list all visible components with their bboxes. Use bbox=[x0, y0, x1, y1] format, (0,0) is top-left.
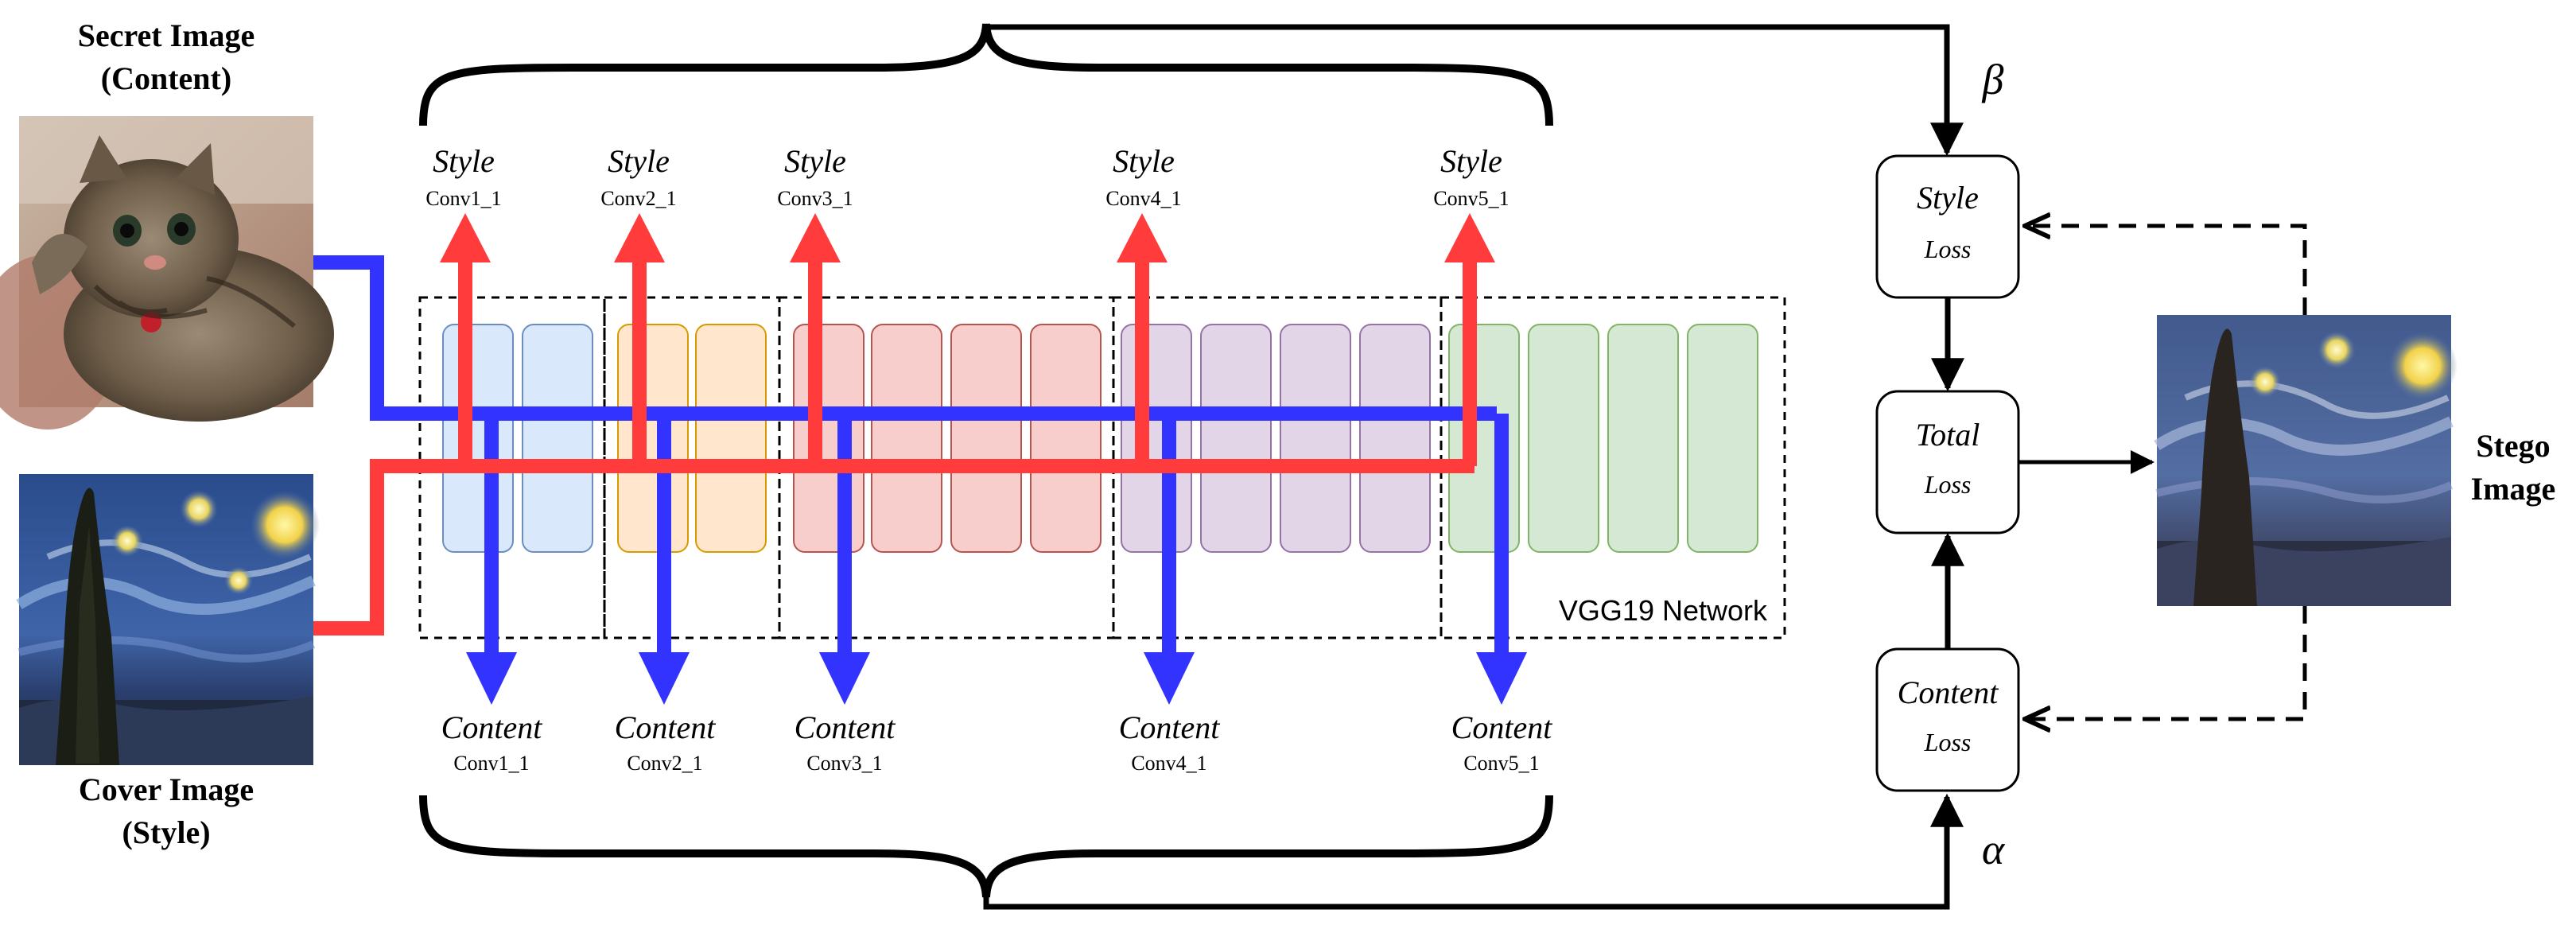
content-layer-title-4: Content bbox=[1119, 709, 1221, 745]
stego-image-label-line2: Image bbox=[2471, 471, 2556, 507]
content-layer-name-4: Conv4_1 bbox=[1131, 752, 1206, 775]
content-layer-name-1: Conv1_1 bbox=[453, 752, 529, 775]
cover-image bbox=[16, 474, 320, 765]
content-layer-title-2: Content bbox=[615, 709, 717, 745]
feature-extraction-arrows bbox=[313, 213, 1527, 705]
alpha-weight-label: α bbox=[1982, 826, 2006, 873]
style-layer-name-2: Conv2_1 bbox=[600, 187, 676, 210]
conv-layer-block-2-1 bbox=[617, 324, 689, 553]
style-brace bbox=[419, 23, 1553, 126]
alpha-path bbox=[983, 793, 1964, 910]
stego-to-content-loss-dashed bbox=[2025, 606, 2307, 719]
content-layer-title-3: Content bbox=[795, 709, 896, 745]
content-arrow-4 bbox=[1144, 414, 1195, 705]
content-arrow-2 bbox=[639, 414, 690, 705]
style-layer-title-5: Style bbox=[1440, 143, 1502, 179]
style-layer-name-4: Conv4_1 bbox=[1105, 187, 1181, 210]
style-arrow-3 bbox=[790, 213, 841, 466]
conv-layer-block-3-1 bbox=[793, 324, 864, 553]
style-layer-name-1: Conv1_1 bbox=[425, 187, 501, 210]
style-loss-title: Style bbox=[1917, 180, 1979, 216]
content-feature-trunk bbox=[313, 255, 1497, 421]
style-layer-title-1: Style bbox=[433, 143, 495, 179]
conv-layer-block-1-2 bbox=[522, 324, 593, 553]
style-loss-box: Style Loss bbox=[1875, 154, 2020, 299]
conv-layer-block-3-2 bbox=[871, 324, 942, 553]
cover-image-label-line2: (Style) bbox=[122, 814, 210, 850]
total-loss-title: Total bbox=[1916, 417, 1980, 453]
style-layer-title-4: Style bbox=[1113, 143, 1175, 179]
content-layer-name-5: Conv5_1 bbox=[1463, 752, 1539, 775]
conv-layer-block-4-1 bbox=[1121, 324, 1192, 553]
conv-layer-block-3-4 bbox=[1030, 324, 1102, 553]
conv-layer-block-1-1 bbox=[442, 324, 514, 553]
content-arrow-3 bbox=[819, 414, 870, 705]
conv-layer-block-5-4 bbox=[1687, 324, 1758, 553]
conv-layer-block-3-3 bbox=[950, 324, 1022, 553]
stego-image-label-line1: Stego bbox=[2476, 428, 2550, 464]
content-loss-subtitle: Loss bbox=[1924, 728, 1972, 756]
content-layer-title-1: Content bbox=[441, 709, 543, 745]
stego-to-style-loss-dashed bbox=[2025, 226, 2307, 315]
stego-image bbox=[2154, 315, 2457, 606]
content-arrow-5 bbox=[1476, 414, 1527, 705]
style-layer-name-3: Conv3_1 bbox=[777, 187, 853, 210]
style-layer-title-2: Style bbox=[608, 143, 670, 179]
style-layer-title-3: Style bbox=[784, 143, 846, 179]
conv-layer-block-5-2 bbox=[1528, 324, 1599, 553]
secret-image-label-line1: Secret Image bbox=[78, 17, 255, 53]
content-loss-title: Content bbox=[1898, 674, 1999, 710]
content-layer-title-5: Content bbox=[1451, 709, 1553, 745]
content-brace bbox=[419, 795, 1553, 898]
total-loss-box: Total Loss bbox=[1875, 390, 2020, 534]
style-loss-subtitle: Loss bbox=[1924, 235, 1972, 263]
secret-image bbox=[0, 116, 334, 430]
content-layer-name-3: Conv3_1 bbox=[806, 752, 882, 775]
content-loss-box: Content Loss bbox=[1875, 647, 2020, 792]
style-arrow-4 bbox=[1117, 213, 1168, 466]
style-arrow-2 bbox=[614, 213, 665, 466]
cover-image-label-line1: Cover Image bbox=[79, 772, 254, 807]
conv-layer-block-4-2 bbox=[1200, 324, 1272, 553]
secret-image-label-line2: (Content) bbox=[101, 60, 231, 96]
conv-layer-block-2-2 bbox=[695, 324, 767, 553]
style-arrow-1 bbox=[440, 213, 491, 466]
conv-layer-block-4-3 bbox=[1280, 324, 1351, 553]
content-arrow-1 bbox=[466, 414, 517, 705]
conv-layer-block-4-4 bbox=[1359, 324, 1431, 553]
content-layer-name-2: Conv2_1 bbox=[627, 752, 702, 775]
style-arrow-5 bbox=[1444, 213, 1495, 466]
conv-group-5 bbox=[1440, 296, 1786, 639]
beta-path bbox=[983, 24, 1964, 157]
total-loss-subtitle: Loss bbox=[1924, 470, 1972, 499]
beta-weight-label: β bbox=[1982, 56, 2004, 103]
vgg19-network-label: VGG19 Network bbox=[1559, 594, 1768, 627]
conv-layer-block-5-3 bbox=[1607, 324, 1679, 553]
style-layer-name-5: Conv5_1 bbox=[1433, 187, 1509, 210]
